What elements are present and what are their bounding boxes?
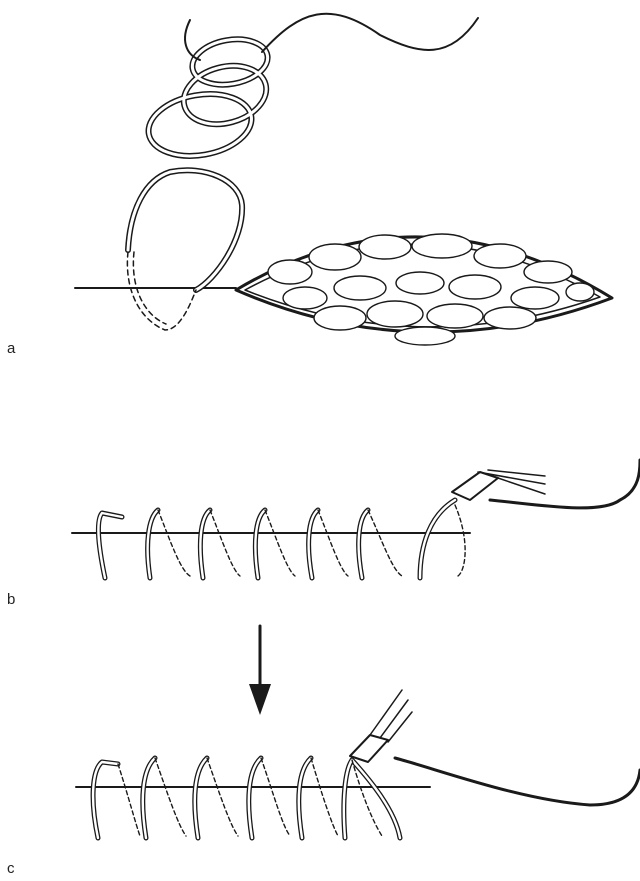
suture-loops-c xyxy=(93,758,400,838)
thread-tail-b xyxy=(490,460,640,508)
panel-a-illustration xyxy=(75,14,612,345)
thread-end-right xyxy=(262,14,478,52)
fat-lobules xyxy=(268,234,594,345)
panel-b-illustration xyxy=(72,460,640,578)
thread-loop-a xyxy=(128,170,242,290)
needle-holder-b xyxy=(452,472,498,500)
needle-holder-c xyxy=(350,735,388,762)
panel-label-b: b xyxy=(7,591,15,608)
knot-loops xyxy=(144,34,273,164)
down-arrow xyxy=(249,626,271,715)
panel-label-c: c xyxy=(7,860,15,877)
thread-tail-c xyxy=(395,758,640,805)
panel-c-illustration xyxy=(76,690,640,838)
panel-label-a: a xyxy=(7,340,15,357)
